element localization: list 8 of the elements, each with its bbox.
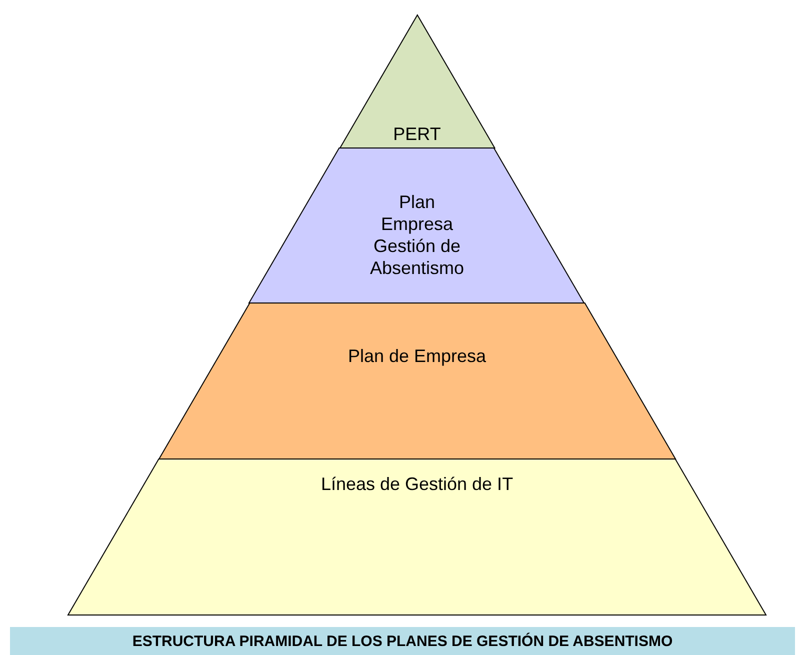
tier-label: PERT [393,123,441,145]
tier-label: Plan de Empresa [348,345,486,367]
pyramid-tier [158,303,676,459]
caption: ESTRUCTURA PIRAMIDAL DE LOS PLANES DE GESTIÓN DE ABSENTISMO [132,632,673,650]
pyramid-tier [68,459,766,615]
pyramid-tier [249,148,584,303]
tier-label: Plan Empresa Gestión de Absentismo [368,191,465,279]
tier-label: Líneas de Gestión de IT [320,473,514,495]
